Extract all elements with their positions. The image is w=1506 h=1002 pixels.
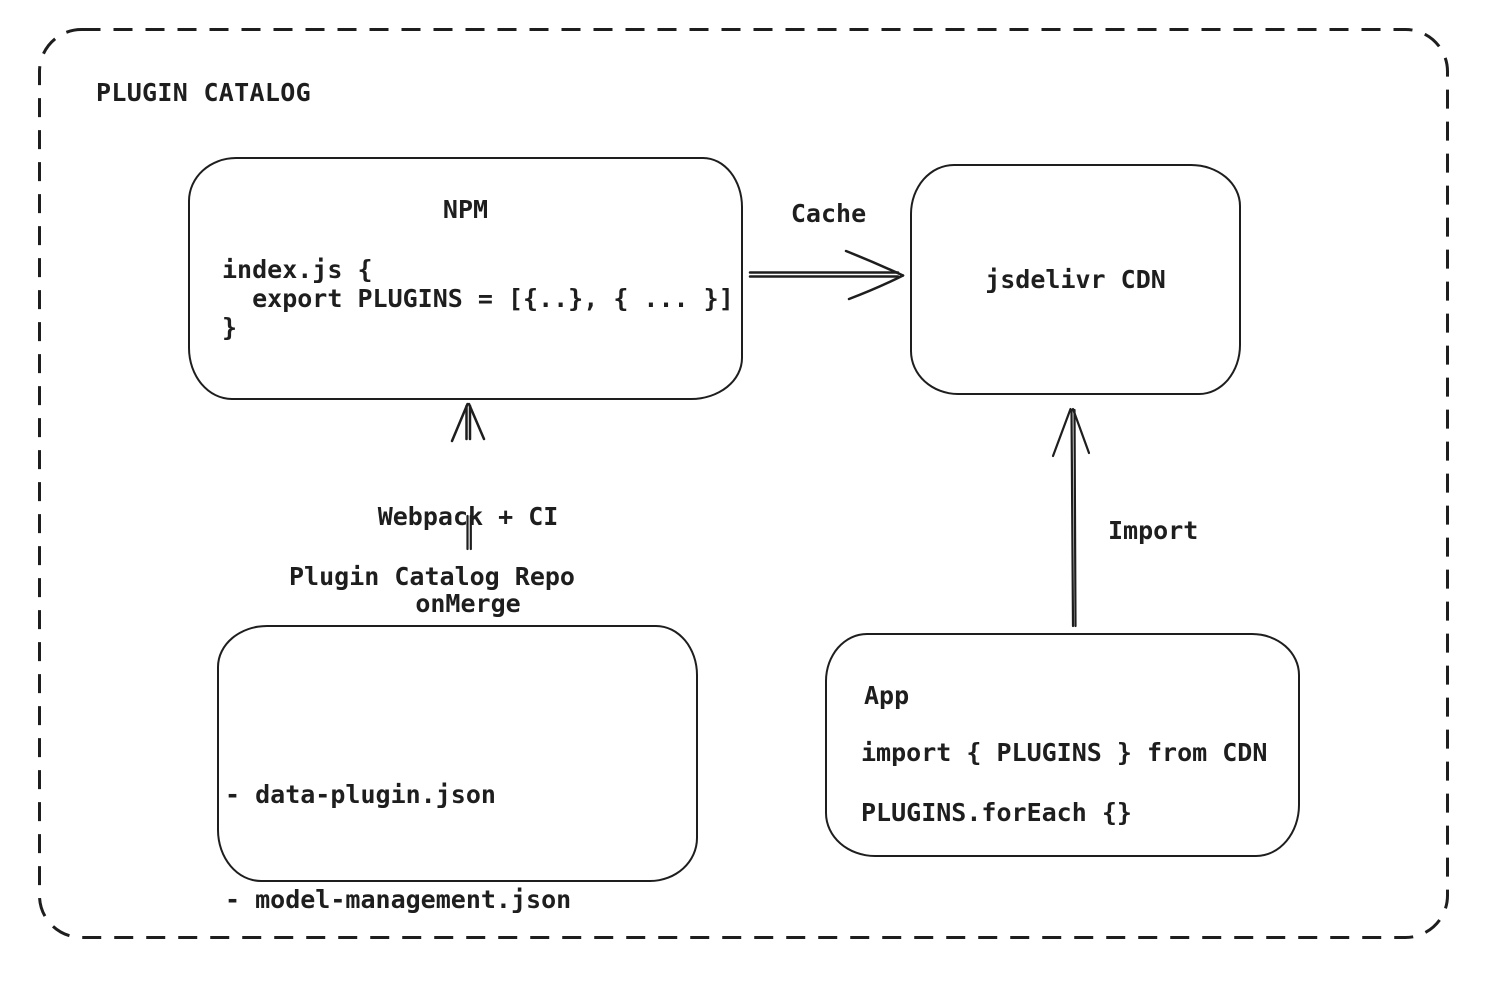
repo-file-list: - data-plugin.json - model-management.js…: [225, 707, 571, 1002]
build-edge-label: Webpack + CI onMerge: [368, 444, 568, 676]
npm-code-block: index.js { export PLUGINS = [{..}, { ...…: [222, 255, 734, 342]
app-code-line: import { PLUGINS } from CDN: [861, 738, 1268, 767]
repo-node: - data-plugin.json - model-management.js…: [217, 625, 698, 1002]
import-edge-label: Import: [1108, 516, 1199, 545]
app-node-title: App: [864, 681, 910, 710]
cache-arrow: [748, 249, 905, 301]
diagram-title: PLUGIN CATALOG: [96, 78, 311, 107]
app-code-line: PLUGINS.forEach {}: [861, 798, 1132, 827]
repo-file-item-ellipsis: ...: [225, 987, 571, 1002]
import-arrow: [1051, 407, 1091, 628]
npm-code-line: index.js {: [222, 255, 373, 284]
cdn-node: jsdelivr CDN: [910, 164, 1241, 395]
npm-code-line: }: [222, 313, 238, 342]
cdn-node-title: jsdelivr CDN: [985, 265, 1166, 294]
npm-code-line: export PLUGINS = [{..}, { ... }]: [222, 284, 734, 313]
repo-file-item: - model-management.json: [225, 885, 572, 914]
build-arrow: [450, 402, 486, 443]
repo-file-item: - data-plugin.json: [225, 780, 496, 809]
npm-node: NPM index.js { export PLUGINS = [{..}, {…: [188, 157, 743, 400]
build-edge-label-line2: onMerge: [415, 589, 521, 618]
repo-heading: Plugin Catalog Repo: [289, 562, 575, 591]
build-edge-label-line1: Webpack + CI: [377, 502, 559, 531]
npm-node-title: NPM: [442, 195, 489, 224]
app-node: App import { PLUGINS } from CDN PLUGINS.…: [825, 633, 1300, 857]
cache-edge-label: Cache: [790, 199, 867, 228]
